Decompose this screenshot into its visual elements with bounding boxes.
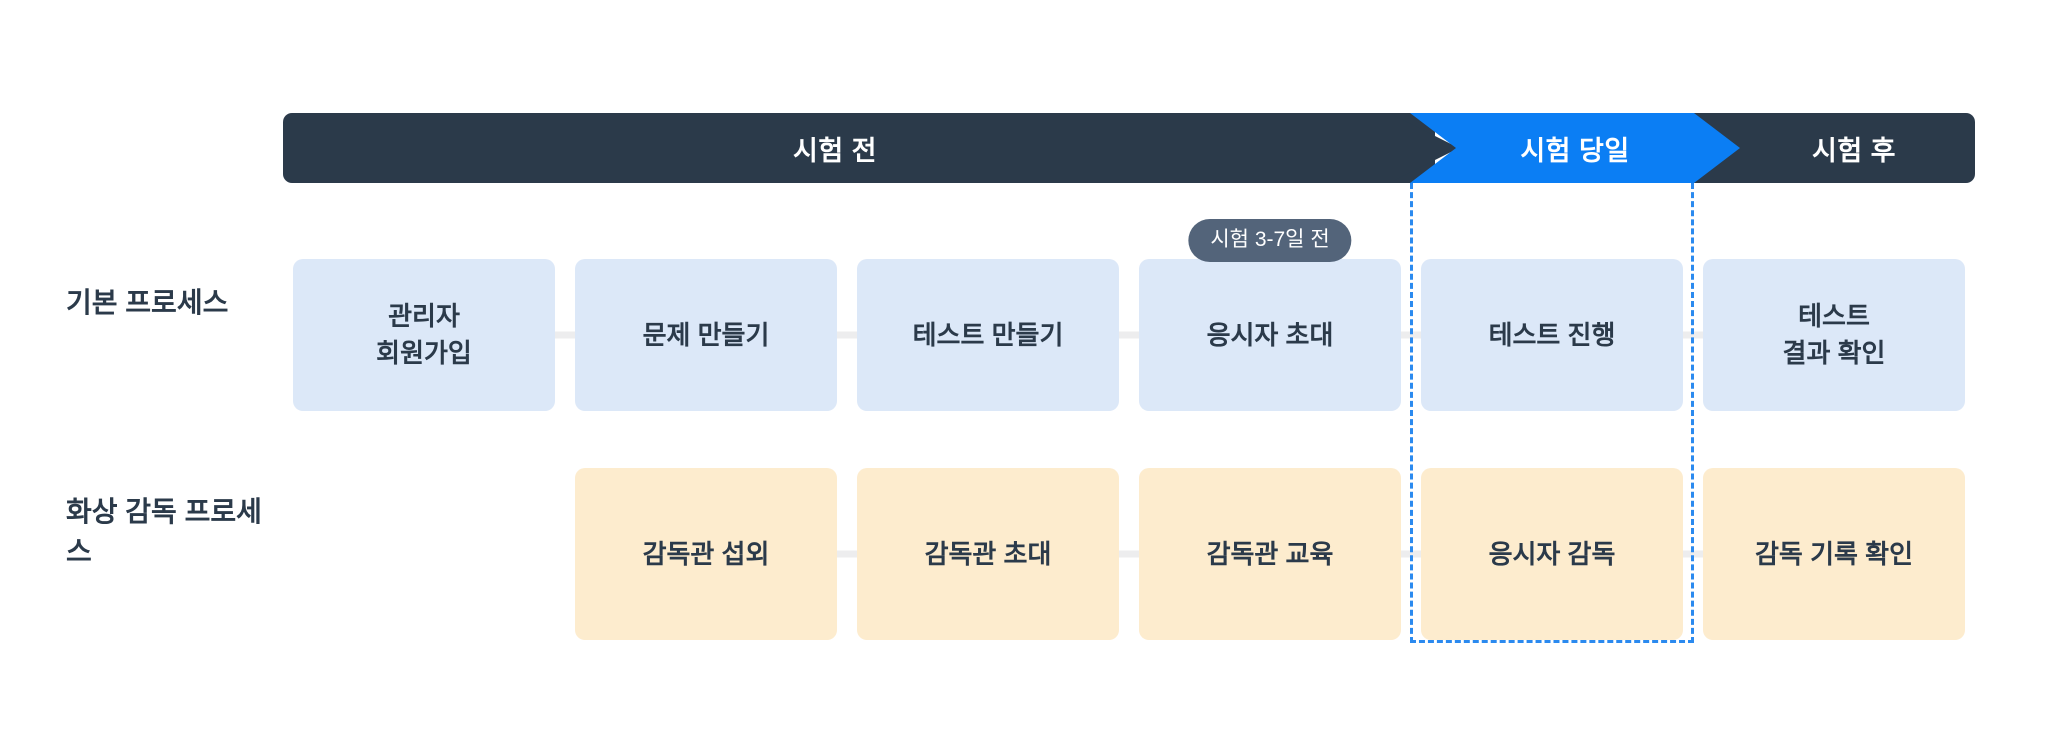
row-label-proctoring-process: 화상 감독 프로세스 <box>66 496 262 567</box>
process-cell: 시험 3-7일 전 응시자 초대 <box>1116 219 1411 411</box>
proctoring-process-row: 감독관 섭외 감독관 초대 감독관 교육 응시자 감독 감독 기록 확인 <box>283 468 1975 640</box>
process-cell: 감독관 초대 <box>834 468 1129 640</box>
node-proctor-candidates[interactable]: 응시자 감독 <box>1421 468 1683 640</box>
node-recruit-proctor[interactable]: 감독관 섭외 <box>575 468 837 640</box>
node-invite-candidates[interactable]: 응시자 초대 <box>1139 259 1401 411</box>
node-create-test[interactable]: 테스트 만들기 <box>857 259 1119 411</box>
node-check-results[interactable]: 테스트 결과 확인 <box>1703 259 1965 411</box>
badge-days-before-exam: 시험 3-7일 전 <box>1188 219 1352 263</box>
basic-process-row: 관리자 회원가입 문제 만들기 테스트 만들기 시험 3-7일 전 응시자 초대… <box>283 219 1975 411</box>
process-cell: 문제 만들기 <box>552 259 847 411</box>
connector-line <box>1116 331 1142 339</box>
phase-exam-day-label: 시험 당일 <box>1520 135 1630 166</box>
phase-after-exam: 시험 후 <box>1693 113 1975 183</box>
node-train-proctor[interactable]: 감독관 교육 <box>1139 468 1401 640</box>
process-cell: 감독관 섭외 <box>565 468 847 640</box>
row-label-basic-process: 기본 프로세스 <box>66 287 229 318</box>
connector-line <box>1116 550 1142 558</box>
connector-line <box>834 550 860 558</box>
node-placeholder <box>293 468 555 640</box>
node-run-test[interactable]: 테스트 진행 <box>1421 259 1683 411</box>
process-cell-empty <box>283 468 565 640</box>
connector-line <box>834 331 860 339</box>
phase-exam-day: 시험 당일 <box>1410 113 1740 183</box>
node-check-proctor-log[interactable]: 감독 기록 확인 <box>1703 468 1965 640</box>
phase-before-exam-label: 시험 전 <box>792 135 878 166</box>
connector-line <box>552 331 578 339</box>
phase-before-exam: 시험 전 <box>283 113 1435 183</box>
node-admin-signup[interactable]: 관리자 회원가입 <box>293 259 555 411</box>
timeline-phase-bar: 시험 전 시험 후 시험 당일 <box>283 113 1975 183</box>
process-cell: 감독 기록 확인 <box>1680 468 1975 640</box>
process-cell: 관리자 회원가입 <box>283 259 565 411</box>
process-cell: 응시자 감독 <box>1398 468 1693 640</box>
node-create-question[interactable]: 문제 만들기 <box>575 259 837 411</box>
phase-after-exam-label: 시험 후 <box>1811 135 1897 166</box>
process-cell: 감독관 교육 <box>1116 468 1411 640</box>
process-cell: 테스트 결과 확인 <box>1680 259 1975 411</box>
node-invite-proctor[interactable]: 감독관 초대 <box>857 468 1119 640</box>
process-cell: 테스트 진행 <box>1398 259 1693 411</box>
process-cell: 테스트 만들기 <box>834 259 1129 411</box>
